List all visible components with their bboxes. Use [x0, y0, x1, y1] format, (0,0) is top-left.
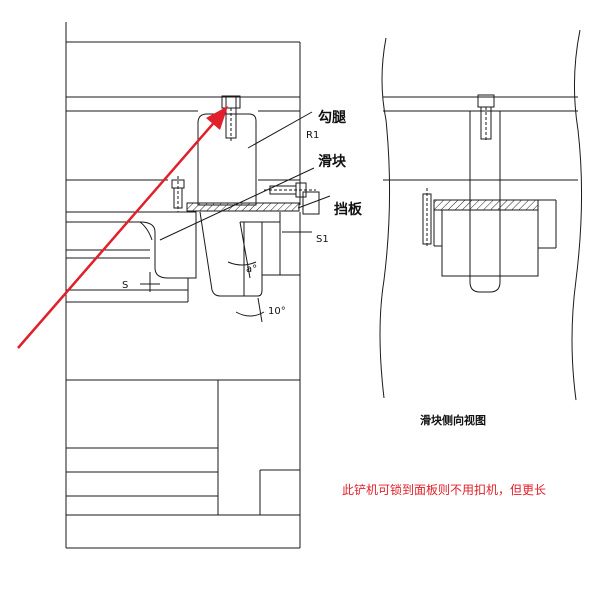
hatched-plate — [186, 202, 300, 212]
side-view — [379, 29, 583, 401]
label-alpha: a° — [246, 264, 257, 275]
side-view-caption: 滑块侧向视图 — [420, 413, 486, 427]
main-section-view — [65, 22, 331, 549]
label-baffle: 挡板 — [334, 201, 363, 218]
wedge-part — [199, 211, 300, 297]
hook-leg-part — [197, 95, 257, 206]
label-angle-10: 10° — [268, 306, 286, 317]
leader-baffle — [297, 195, 331, 209]
slider-part — [66, 211, 197, 303]
baffle-bolt — [264, 182, 320, 215]
left-bolt — [171, 176, 185, 212]
label-slider: 滑块 — [318, 153, 347, 170]
leader-hook-leg — [247, 111, 313, 149]
label-s1: S1 — [316, 234, 329, 245]
red-note: 此铲机可锁到面板则不用扣机，但更长 — [342, 482, 546, 497]
label-r1: R1 — [306, 130, 319, 141]
leader-slider — [159, 167, 315, 241]
label-s: S — [122, 280, 128, 291]
red-arrow — [17, 106, 228, 349]
label-hook-leg: 勾腿 — [318, 109, 346, 126]
